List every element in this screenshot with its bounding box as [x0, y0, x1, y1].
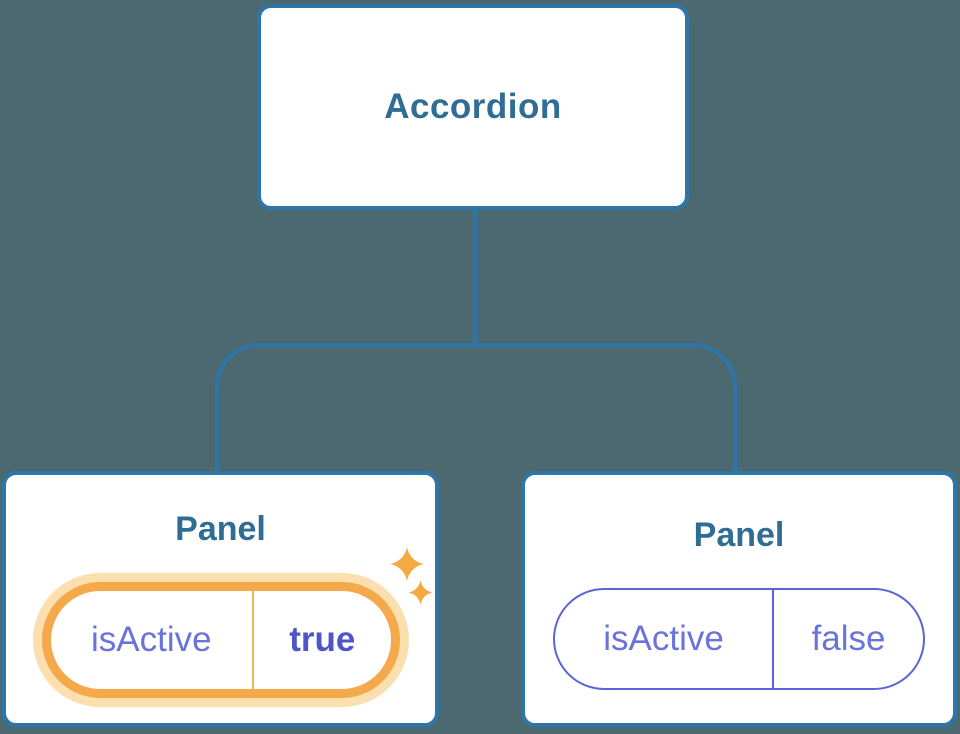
panel-node-label: Panel [175, 510, 266, 548]
prop-name-cell: isActive [91, 620, 212, 659]
prop-value-cell: true [289, 620, 356, 659]
prop-pill-divider [251, 591, 254, 689]
prop-pill-divider [772, 590, 775, 688]
sparkle-small-icon [408, 580, 433, 605]
accordion-node-label: Accordion [384, 87, 562, 126]
connector-stem [473, 208, 477, 344]
prop-value-cell: false [811, 619, 886, 658]
sparkle-large-icon [389, 546, 425, 582]
prop-pill-inactive: isActive false [553, 588, 925, 690]
prop-name-cell: isActive [603, 619, 724, 658]
panel-node-active: Panel isActive true [2, 471, 439, 727]
connector-branch [215, 343, 737, 471]
panel-node-label: Panel [693, 516, 785, 554]
prop-pill-active: isActive true [42, 582, 400, 698]
accordion-node: Accordion [257, 4, 689, 210]
panel-node-inactive: Panel isActive false [521, 471, 957, 727]
